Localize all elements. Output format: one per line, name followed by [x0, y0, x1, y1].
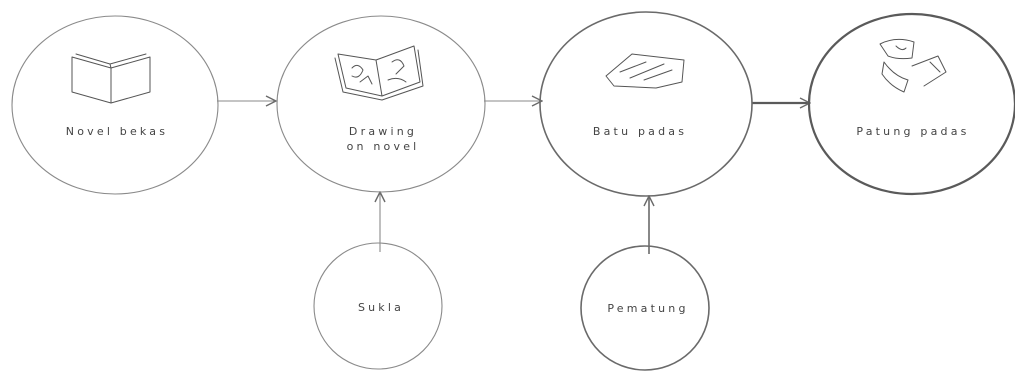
node-label: Patung padas — [856, 125, 969, 138]
node-label: Novel bekas — [66, 125, 168, 138]
node-circle — [539, 11, 753, 197]
node-patung-padas: Patung padas — [807, 12, 1015, 196]
node-drawing-on-novel: Drawing on novel — [276, 15, 486, 193]
node-circle — [807, 12, 1015, 196]
sketch-book-icon — [334, 45, 424, 101]
node-batu-padas: Batu padas — [539, 11, 753, 197]
open-book-icon — [71, 53, 151, 104]
node-label: Sukla — [358, 301, 404, 314]
node-sukla: Sukla — [313, 242, 443, 370]
node-circle — [313, 242, 443, 370]
node-label: Batu padas — [593, 125, 687, 138]
stone-slab-icon — [605, 53, 685, 89]
node-circle — [11, 15, 219, 195]
sculpture-icon — [879, 38, 947, 93]
node-circle — [580, 245, 710, 371]
node-circle — [276, 15, 486, 193]
node-label: Pematung — [607, 302, 688, 315]
node-novel-bekas: Novel bekas — [11, 15, 219, 195]
node-pematung: Pematung — [580, 245, 710, 371]
node-label-line1: Drawing — [349, 125, 417, 138]
node-label-line2: on novel — [347, 140, 420, 153]
